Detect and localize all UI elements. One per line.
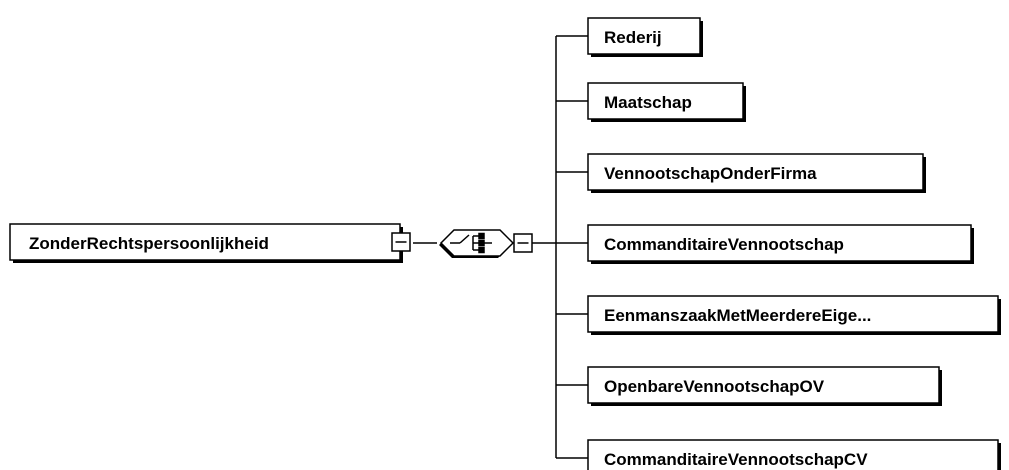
choice-icon <box>450 232 492 254</box>
child-element-rederij[interactable]: Rederij <box>587 17 703 57</box>
choice-collapse-button[interactable] <box>513 233 533 253</box>
child-element-maatschap[interactable]: Maatschap <box>587 82 746 122</box>
child-element-label: CommanditaireVennootschapCV <box>604 450 868 469</box>
root-element-label: ZonderRechtspersoonlijkheid <box>29 234 269 253</box>
child-element-label: VennootschapOnderFirma <box>604 164 817 183</box>
child-element-openbare-vennootschap-ov[interactable]: OpenbareVennootschapOV <box>587 366 942 406</box>
child-element-label: Rederij <box>604 28 662 47</box>
child-element-label: EenmanszaakMetMeerdereEige... <box>604 306 871 325</box>
child-element-commanditaire-vennootschap[interactable]: CommanditaireVennootschap <box>587 224 974 264</box>
child-element-eenmanszaak-met-meerdere-eigenaren[interactable]: EenmanszaakMetMeerdereEige... <box>587 295 1001 335</box>
child-element-vennootschap-onder-firma[interactable]: VennootschapOnderFirma <box>587 153 926 193</box>
connectors <box>413 35 588 459</box>
choice-compositor[interactable] <box>439 229 515 258</box>
root-element[interactable]: ZonderRechtspersoonlijkheid <box>9 223 403 263</box>
child-element-label: CommanditaireVennootschap <box>604 235 844 254</box>
root-collapse-button[interactable] <box>391 232 411 252</box>
child-element-label: Maatschap <box>604 93 692 112</box>
child-element-label: OpenbareVennootschapOV <box>604 377 825 396</box>
child-element-commanditaire-vennootschap-cv[interactable]: CommanditaireVennootschapCV <box>587 439 1001 470</box>
